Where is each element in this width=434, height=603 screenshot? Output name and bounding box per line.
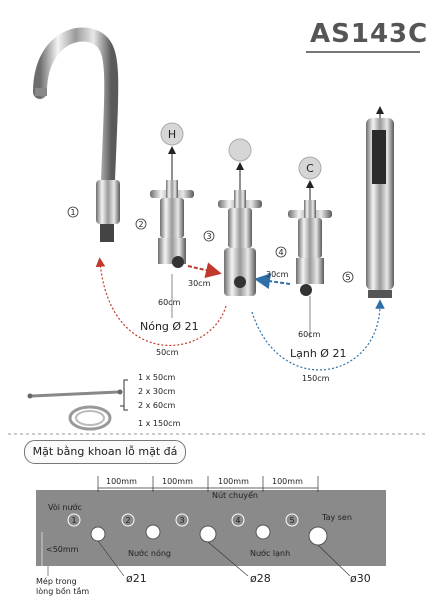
hose-150-label: 150cm [302,374,330,383]
hose-60-right-label: 60cm [298,330,321,339]
svg-text:1: 1 [71,516,76,525]
hot-label: Nóng Ø 21 [140,320,199,333]
short-hose-icon [31,390,119,398]
svg-text:4: 4 [235,516,240,525]
edge-label-line-1: Mép trong [36,576,77,586]
hole-4 [255,524,271,540]
hose-30-left-label: 30cm [188,279,211,288]
hot-water-label: Nước nóng [128,548,171,558]
cold-label: Lạnh Ø 21 [290,347,346,360]
diameter-30: ø30 [350,572,371,585]
svg-text:5: 5 [289,516,294,525]
hole-3 [199,525,217,543]
hose-list-c: 2 x 60cm [138,401,175,410]
hole-5 [308,526,328,546]
hose-50 [95,257,227,346]
dim-4: 100mm [272,477,303,486]
svg-text:2: 2 [125,516,130,525]
edge-distance-label: <50mm [46,545,79,554]
component-number-2: 2 [135,218,147,230]
svg-text:C: C [306,162,314,175]
handshower [366,118,394,298]
hose-30-right [254,273,291,290]
hose-list-a: 1 x 50cm [138,373,175,382]
plan-number-1: 1 [67,513,81,527]
svg-text:H: H [168,128,176,141]
diverter-valve [218,190,262,296]
hole-2 [145,524,161,540]
svg-text:5: 5 [345,273,350,282]
dim-2: 100mm [162,477,193,486]
svg-text:3: 3 [179,516,184,525]
plan-number-3: 3 [175,513,189,527]
hose-50-label: 50cm [156,348,179,357]
svg-text:3: 3 [206,232,211,241]
cold-symbol: C [298,156,322,180]
cold-water-label: Nước lạnh [250,548,290,559]
diameter-21: ø21 [126,572,147,585]
hole-1 [90,526,106,542]
diverter-label: Nút chuyển [212,490,258,500]
plan-title: Mặt bằng khoan lỗ mặt đá [24,440,186,464]
component-number-1: 1 [67,206,79,218]
edge-label-line-2: lòng bồn tắm [36,586,89,596]
plan-number-5: 5 [285,513,299,527]
hot-symbol: H [160,122,184,146]
hose-list-b: 2 x 30cm [138,387,175,396]
diverter-symbol [228,138,252,162]
plan-number-4: 4 [231,513,245,527]
spout-label: Vòi nước [48,502,82,512]
spout [33,27,120,242]
handshower-label: Tay sen [321,513,352,522]
hose-60-left-label: 60cm [158,298,181,307]
hose-30-left [187,262,222,278]
hose-30-right-label: 30cm [266,270,289,279]
component-number-5: 5 [342,271,354,283]
coiled-hose-icon [68,405,112,431]
hot-valve [150,180,194,268]
diameter-28: ø28 [250,572,271,585]
svg-text:1: 1 [70,208,75,217]
cold-valve [288,200,332,296]
svg-text:4: 4 [278,248,283,257]
model-title: AS143C [310,19,428,49]
dim-3: 100mm [218,477,249,486]
hose-list-d: 1 x 150cm [138,419,181,428]
hose-list-brace [120,379,128,411]
hose-150 [251,299,385,371]
component-number-4: 4 [275,246,287,258]
dim-1: 100mm [106,477,137,486]
component-number-3: 3 [203,230,215,242]
plan-number-2: 2 [121,513,135,527]
svg-text:2: 2 [138,220,143,229]
